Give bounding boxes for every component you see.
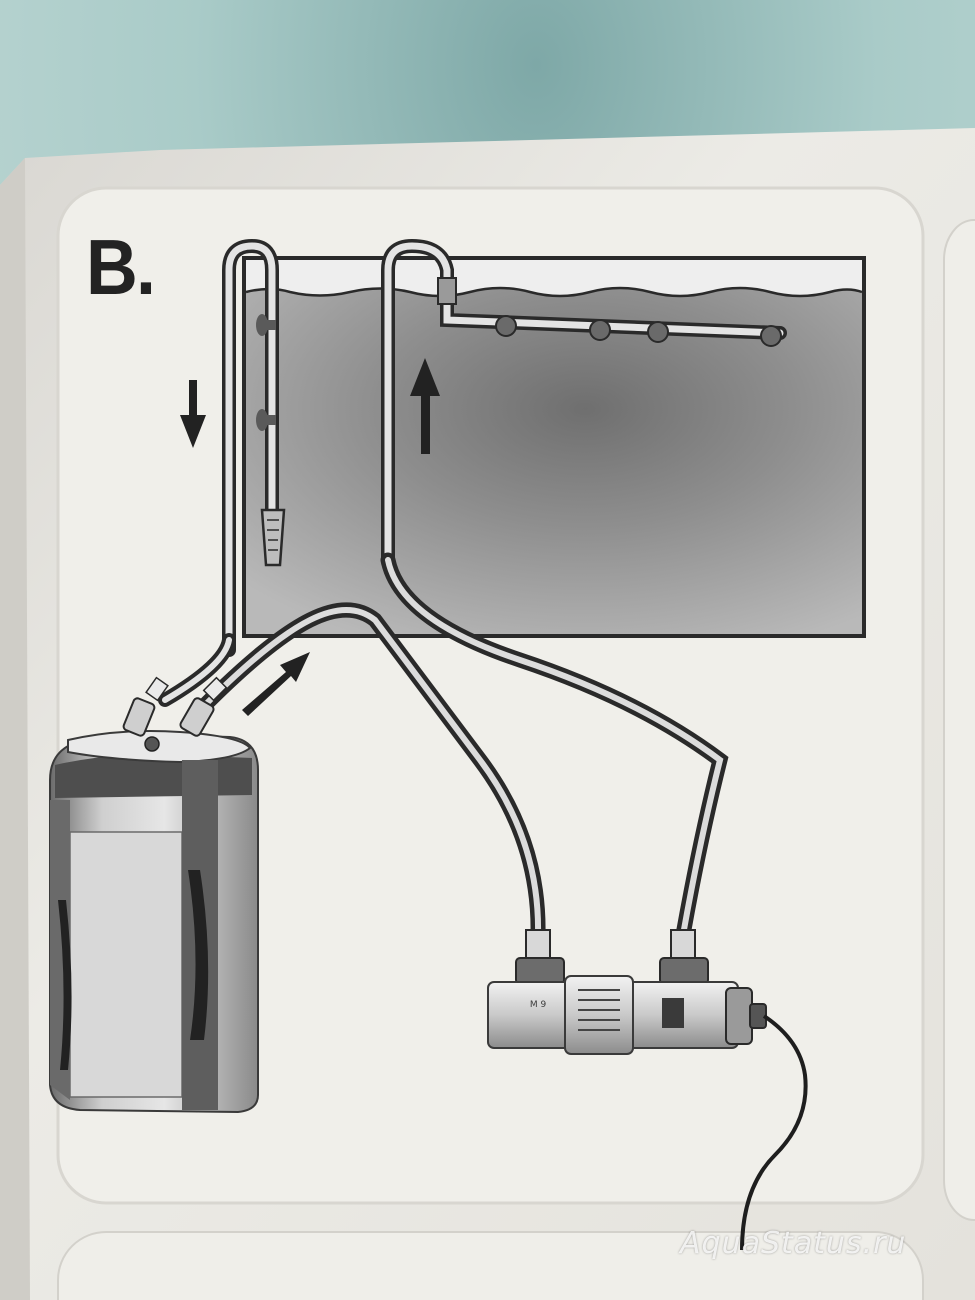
uv-clarifier [487, 929, 767, 1055]
step-label: B. [86, 223, 156, 311]
intake-strainer [260, 508, 286, 567]
following-step-frame [57, 1231, 924, 1300]
return-pipe [381, 238, 787, 567]
water-surface-line [245, 286, 863, 298]
up-arrow-icon [410, 358, 440, 454]
paper-fold-left [0, 158, 30, 1300]
suction-cup-upper [256, 314, 268, 336]
hose-to-uv [197, 602, 546, 943]
down-arrow-icon [180, 380, 206, 448]
canister-hose-connectors [122, 676, 228, 737]
spray-bar-suction-cups [495, 315, 782, 347]
diagonal-arrow-icon [242, 652, 310, 716]
suction-cup-lower [256, 409, 268, 431]
next-step-frame [943, 219, 975, 1221]
hose-intake-to-canister [158, 633, 236, 707]
uv-device-print: M 9 [529, 1000, 547, 1010]
uv-logo-badge [662, 998, 684, 1028]
water-body [246, 288, 862, 634]
watermark: AquaStatus.ru [680, 1226, 907, 1261]
canister-filter [49, 730, 259, 1114]
canister-body-panel [69, 831, 183, 1098]
intake-pipe [222, 238, 279, 657]
uv-power-cord [740, 1014, 808, 1251]
hose-from-uv [380, 552, 729, 943]
aquarium-tank [242, 256, 866, 638]
canister-top-button [144, 736, 160, 752]
